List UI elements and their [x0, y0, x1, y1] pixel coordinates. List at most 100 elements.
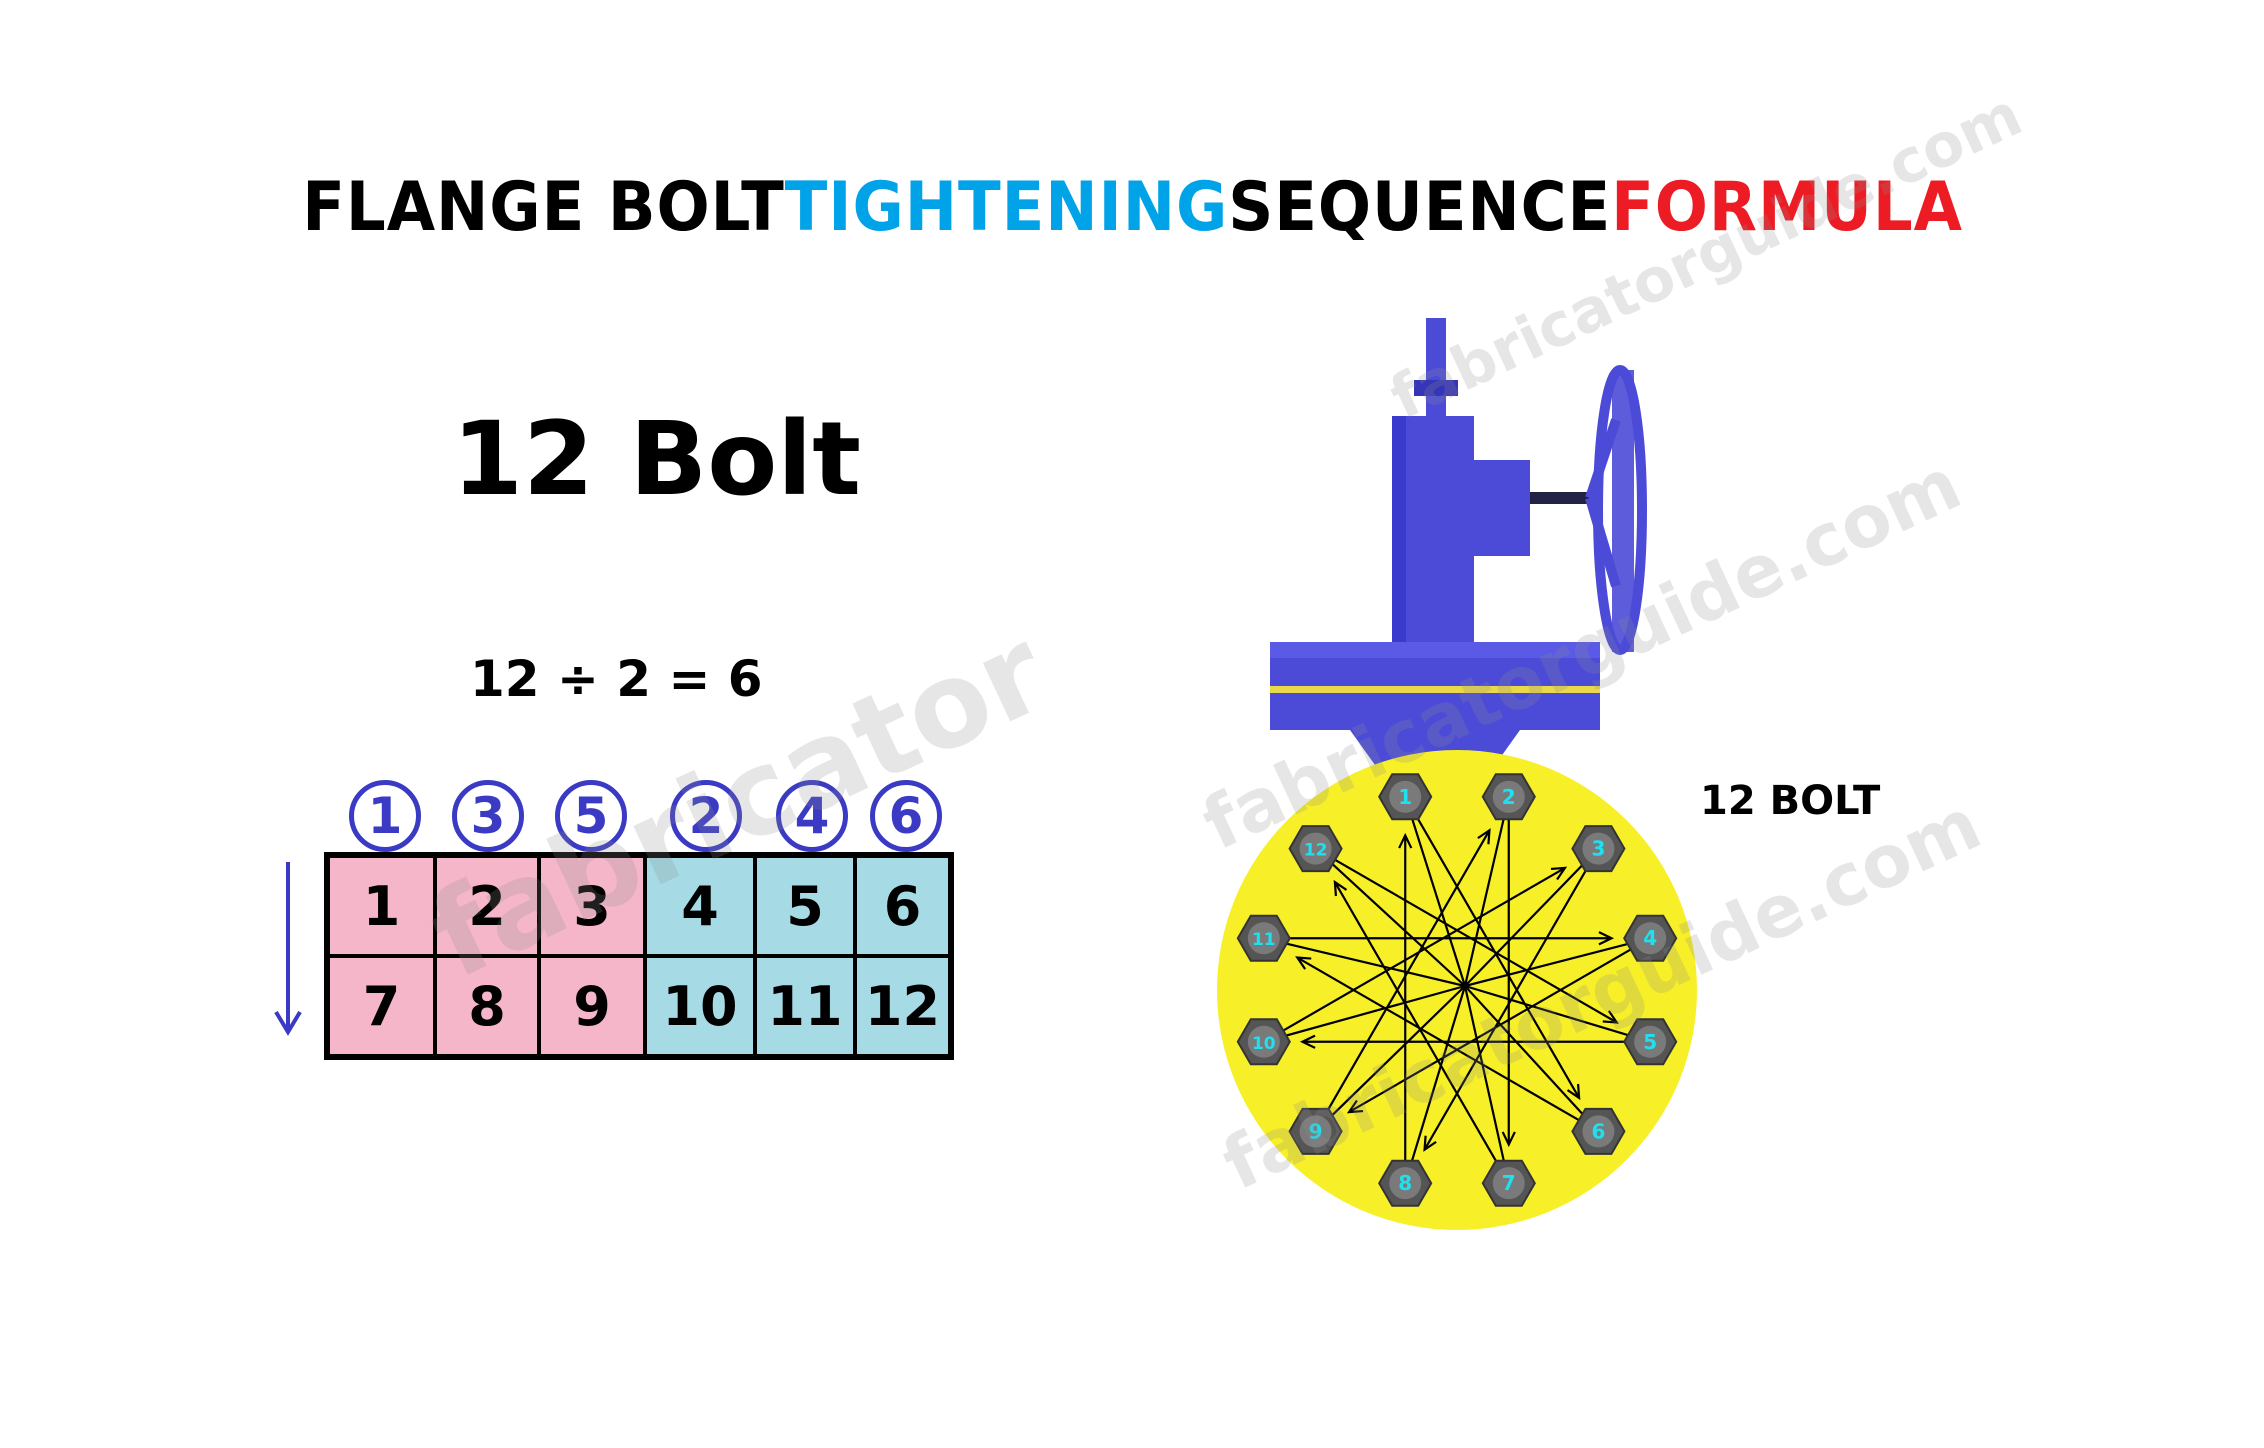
bolt-shank	[1299, 1115, 1332, 1148]
sequence-line	[1314, 847, 1466, 987]
bolt-number-label: 12	[1304, 841, 1328, 861]
sequence-line	[1335, 859, 1618, 1024]
bolt-shank	[1247, 1025, 1280, 1058]
sequence-arrowhead	[1602, 1010, 1619, 1024]
sequence-line	[1463, 796, 1510, 987]
bolt-shank	[1582, 1115, 1615, 1148]
bolt-number-label: 9	[1309, 1119, 1323, 1143]
sequence-number-6: 6	[870, 780, 942, 852]
sequence-line	[1464, 984, 1651, 1043]
bolt-number-label: 5	[1643, 1030, 1657, 1054]
bolt-number-label: 10	[1252, 1034, 1276, 1054]
sequence-arrowhead	[1398, 832, 1413, 849]
bolt-count-heading: 12 Bolt	[452, 400, 861, 519]
sequence-arrowhead	[1423, 1135, 1437, 1152]
grid-cell: 12	[855, 956, 950, 1056]
sequence-arrowhead	[1501, 1131, 1516, 1148]
title-part-flange-bolt: FLANGE BOLT	[302, 168, 785, 247]
sequence-arrowhead	[1566, 1083, 1581, 1101]
sequence-line	[1423, 868, 1588, 1151]
page-title: FLANGE BOLT TIGHTENING SEQUENCE FORMULA	[91, 168, 2174, 247]
sequence-line	[1283, 866, 1566, 1032]
bolt-number-label: 6	[1591, 1119, 1605, 1143]
valve-body	[1270, 318, 1647, 772]
flange-bolt-label: 12 BOLT	[1700, 778, 1881, 824]
bolt-head: 5	[1623, 1018, 1678, 1066]
down-arrow-icon	[274, 862, 302, 1036]
sequence-line	[1464, 847, 1600, 987]
sequence-number-5: 4	[776, 780, 848, 852]
bolt-head: 7	[1481, 1159, 1536, 1207]
title-part-tightening: TIGHTENING	[784, 168, 1229, 247]
bolt-shank	[1492, 780, 1525, 813]
grid-cell: 5	[755, 856, 855, 956]
bolt-head: 11	[1236, 914, 1291, 962]
bolt-shank	[1634, 1025, 1667, 1058]
bolt-head: 2	[1481, 773, 1536, 821]
sequence-arrowhead	[1598, 931, 1615, 946]
bolt-shank	[1389, 1167, 1422, 1200]
division-formula: 12 ÷ 2 = 6	[470, 650, 763, 708]
bolt-shank	[1582, 832, 1615, 865]
bolt-number-label: 11	[1252, 930, 1276, 950]
bolt-shank	[1634, 922, 1667, 955]
grid-cell: 7	[328, 956, 435, 1056]
sequence-line	[1326, 829, 1491, 1112]
bolt-shank	[1389, 780, 1422, 813]
bolt-number-label: 1	[1398, 785, 1412, 809]
bolt-head: 9	[1288, 1107, 1343, 1155]
sequence-line	[1263, 937, 1466, 988]
grid-cell: 2	[435, 856, 539, 956]
bolt-head: 10	[1236, 1018, 1291, 1066]
bolt-number-label: 3	[1591, 837, 1605, 861]
bolt-grid-table: 1 2 3 4 5 6 7 8 9 10 11 12	[324, 852, 954, 1060]
sequence-line	[1296, 956, 1579, 1121]
sequence-line	[1314, 985, 1466, 1133]
bolt-head: 1	[1378, 773, 1433, 821]
sequence-arrowhead	[1295, 956, 1312, 970]
grid-cell: 4	[645, 856, 755, 956]
sequence-line	[1463, 985, 1510, 1184]
sequence-arrowhead	[1346, 1099, 1364, 1114]
bolt-number-label: 8	[1398, 1171, 1412, 1195]
grid-cell: 6	[855, 856, 950, 956]
sequence-arrowhead	[1333, 879, 1348, 897]
tightening-sequence-lines	[1263, 796, 1651, 1184]
sequence-line	[1263, 984, 1466, 1043]
grid-cell: 9	[539, 956, 645, 1056]
sequence-arrowhead	[1477, 828, 1491, 845]
sequence-number-3: 5	[555, 780, 627, 852]
sequence-number-4: 2	[670, 780, 742, 852]
flange-face	[1217, 750, 1697, 1230]
bolt-head: 3	[1571, 825, 1626, 873]
grid-cell: 8	[435, 956, 539, 1056]
bolt-head: 12	[1288, 825, 1343, 873]
bolt-number-label: 7	[1502, 1171, 1516, 1195]
bolt-head: 4	[1623, 914, 1678, 962]
sequence-line	[1348, 948, 1631, 1114]
title-part-formula: FORMULA	[1611, 168, 1964, 247]
bolt-shank	[1299, 832, 1332, 865]
sequence-arrowhead	[1550, 866, 1568, 881]
sequence-line	[1404, 985, 1467, 1184]
bolt-number-label: 2	[1502, 785, 1516, 809]
sequence-line	[1404, 796, 1467, 987]
bolt-shank	[1492, 1167, 1525, 1200]
grid-cell: 3	[539, 856, 645, 956]
grid-cell: 10	[645, 956, 755, 1056]
title-part-sequence: SEQUENCE	[1228, 168, 1612, 247]
sequence-line	[1464, 985, 1600, 1133]
sequence-line	[1415, 816, 1581, 1099]
bolt-head: 8	[1378, 1159, 1433, 1207]
sequence-number-1: 1	[349, 780, 421, 852]
bolt-number-label: 4	[1643, 926, 1657, 950]
sequence-number-2: 3	[452, 780, 524, 852]
sequence-line	[1464, 937, 1651, 988]
sequence-line	[1333, 881, 1499, 1164]
grid-cell: 11	[755, 956, 855, 1056]
sequence-arrowhead	[1299, 1034, 1316, 1049]
grid-cell: 1	[328, 856, 435, 956]
